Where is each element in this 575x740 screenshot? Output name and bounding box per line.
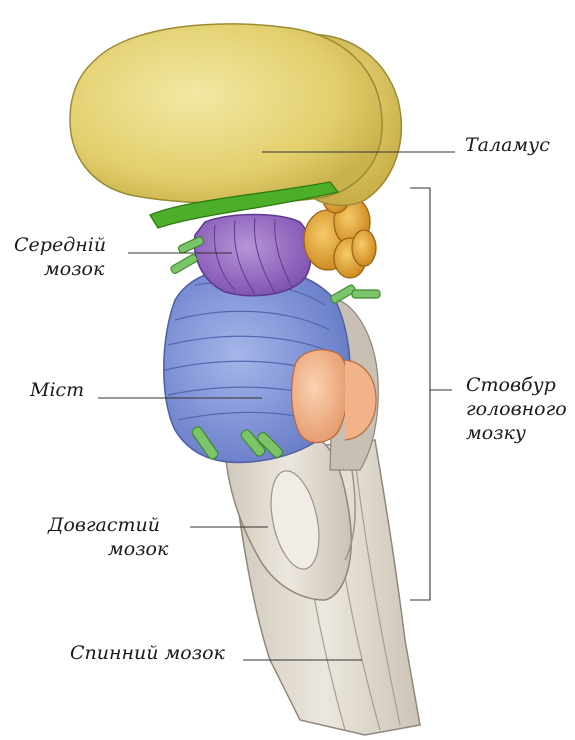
label-brainstem-line2: головного [466, 397, 567, 421]
label-medulla: Довгастий мозок [48, 513, 168, 561]
label-brainstem: Стовбур головного мозку [466, 373, 567, 445]
label-brainstem-line3: мозку [466, 421, 567, 445]
label-medulla-line1: Довгастий [48, 513, 168, 537]
thalamus-shape [70, 24, 401, 206]
brainstem-bracket [410, 188, 452, 600]
label-spinal-cord: Спинний мозок [70, 641, 225, 665]
midbrain-shape [194, 215, 311, 296]
label-pons: Міст [30, 378, 84, 402]
label-midbrain: Середній мозок [14, 233, 106, 281]
label-brainstem-line1: Стовбур [466, 373, 567, 397]
label-thalamus: Таламус [465, 133, 550, 157]
label-midbrain-line1: Середній [14, 233, 106, 257]
label-medulla-line2: мозок [48, 537, 168, 561]
label-midbrain-line2: мозок [14, 257, 106, 281]
